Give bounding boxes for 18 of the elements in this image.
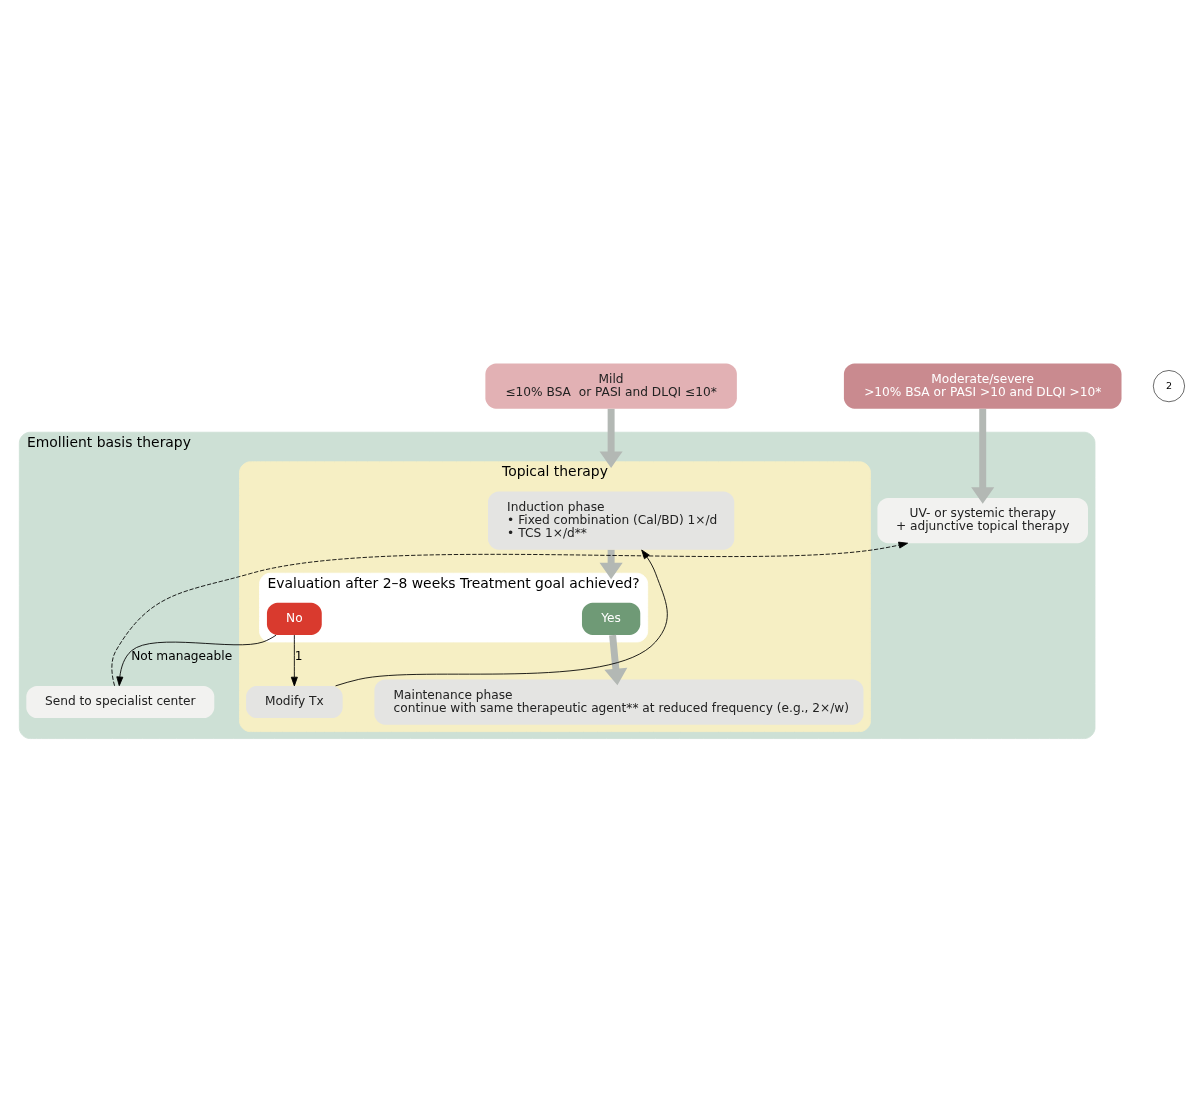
label: 2 xyxy=(1165,379,1172,391)
node-box: Induction phase • Fixed combination (Cal/BD) 1×/d • TCS 1×/d** xyxy=(488,491,735,550)
node-box: UV- or systemic therapy + adjunctive topical therapy xyxy=(877,497,1088,544)
node-box: Maintenance phase continue with same therapeutic agent** at reduced frequency (e.g., 2×/w) xyxy=(374,679,864,725)
node-box: Yes xyxy=(581,602,641,635)
arrow xyxy=(111,541,909,687)
arrow xyxy=(116,634,277,687)
edge-label: Not manageable xyxy=(131,649,233,664)
arrow xyxy=(290,634,298,687)
arrow xyxy=(604,634,628,686)
arrow xyxy=(599,408,623,468)
arrow xyxy=(971,408,995,504)
node-box: Moderate/severe >10% BSA or PASI >10 and DLQI >10* xyxy=(843,363,1122,409)
edge-label: 1 xyxy=(294,649,303,664)
node-box: Mild ≤10% BSA or PASI and DLQI ≤10* xyxy=(485,363,737,409)
node-box: Send to specialist center xyxy=(26,685,215,719)
node-box: Modify Tx xyxy=(246,685,343,719)
node-box: No xyxy=(266,602,322,635)
